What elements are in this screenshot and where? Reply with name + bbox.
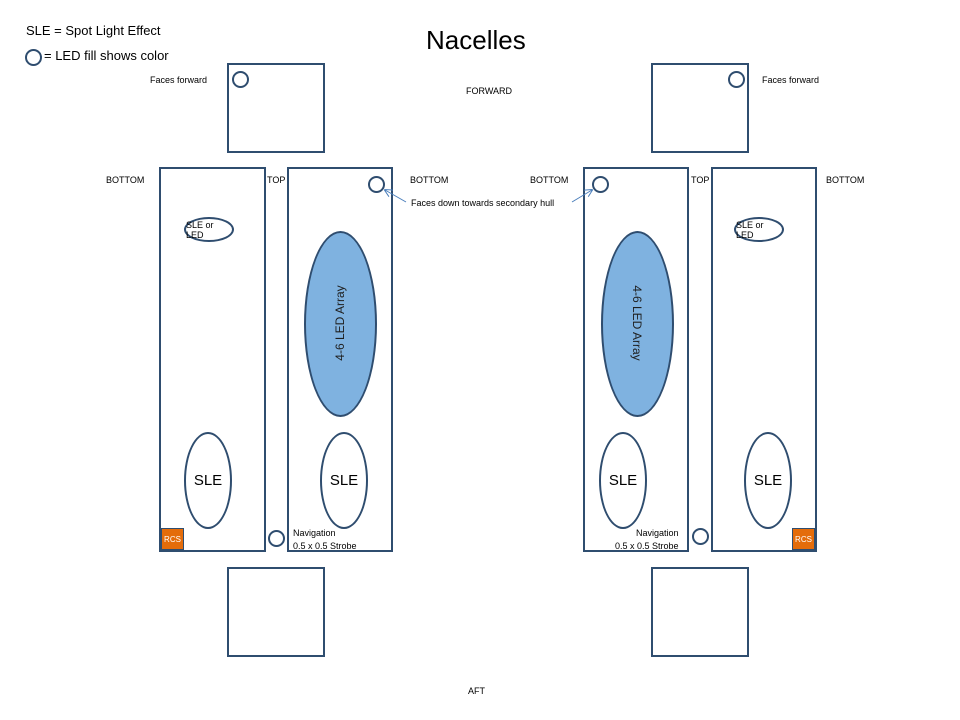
diagram-title: Nacelles [426, 25, 526, 55]
left-led-array [304, 231, 377, 417]
left-rcs-label: RCS [164, 534, 181, 544]
left-sle-or-led-ellipse: SLE or LED [184, 217, 234, 242]
left-rcs-box: RCS [161, 528, 184, 550]
forward-label: FORWARD [466, 86, 512, 96]
right-navigation-label: Navigation [636, 528, 679, 538]
left-top-sle-label: SLE [329, 472, 359, 489]
right-down-led-icon [592, 176, 609, 193]
faces-down-label: Faces down towards secondary hull [411, 198, 555, 208]
right-bottom-label: BOTTOM [826, 175, 865, 185]
right-faces-down-arrow [571, 190, 592, 203]
left-top-bottom-label: BOTTOM [410, 175, 449, 185]
right-bottom-sle-label: SLE [753, 472, 783, 489]
right-faces-forward-label: Faces forward [762, 75, 820, 85]
left-faces-down-arrow [385, 190, 407, 203]
legend-sle: SLE = Spot Light Effect [26, 23, 161, 38]
right-rcs-label: RCS [795, 534, 812, 544]
left-bottom-sle-label: SLE [193, 472, 223, 489]
right-rear-cap [651, 567, 749, 657]
left-bottom-sle-ellipse: SLE [184, 432, 232, 529]
right-navigation-led-icon [692, 528, 709, 545]
right-led-array [601, 231, 674, 417]
right-forward-led-icon [728, 71, 745, 88]
aft-label: AFT [468, 686, 485, 696]
left-navigation-label: Navigation [293, 528, 336, 538]
right-rcs-box: RCS [792, 528, 815, 550]
legend-led-circle-icon [25, 49, 42, 66]
right-sle-or-led-label: SLE or LED [736, 219, 764, 240]
left-down-led-icon [368, 176, 385, 193]
right-top-label: TOP [691, 175, 710, 185]
left-bottom-label: BOTTOM [106, 175, 145, 185]
left-top-sle-ellipse: SLE [320, 432, 368, 529]
left-top-label: TOP [267, 175, 286, 185]
right-top-sle-label: SLE [608, 472, 638, 489]
left-faces-forward-label: Faces forward [150, 75, 208, 85]
right-sle-or-led-ellipse: SLE or LED [734, 217, 784, 242]
right-bottom-sle-ellipse: SLE [744, 432, 792, 529]
left-strobe-label: 0.5 x 0.5 Strobe [293, 541, 357, 551]
right-top-bottom-label: BOTTOM [530, 175, 569, 185]
left-sle-or-led-label: SLE or LED [186, 219, 214, 240]
right-top-sle-ellipse: SLE [599, 432, 647, 529]
right-strobe-label: 0.5 x 0.5 Strobe [615, 541, 679, 551]
legend-led: = LED fill shows color [44, 48, 169, 63]
left-navigation-led-icon [268, 530, 285, 547]
left-forward-led-icon [232, 71, 249, 88]
left-rear-cap [227, 567, 325, 657]
